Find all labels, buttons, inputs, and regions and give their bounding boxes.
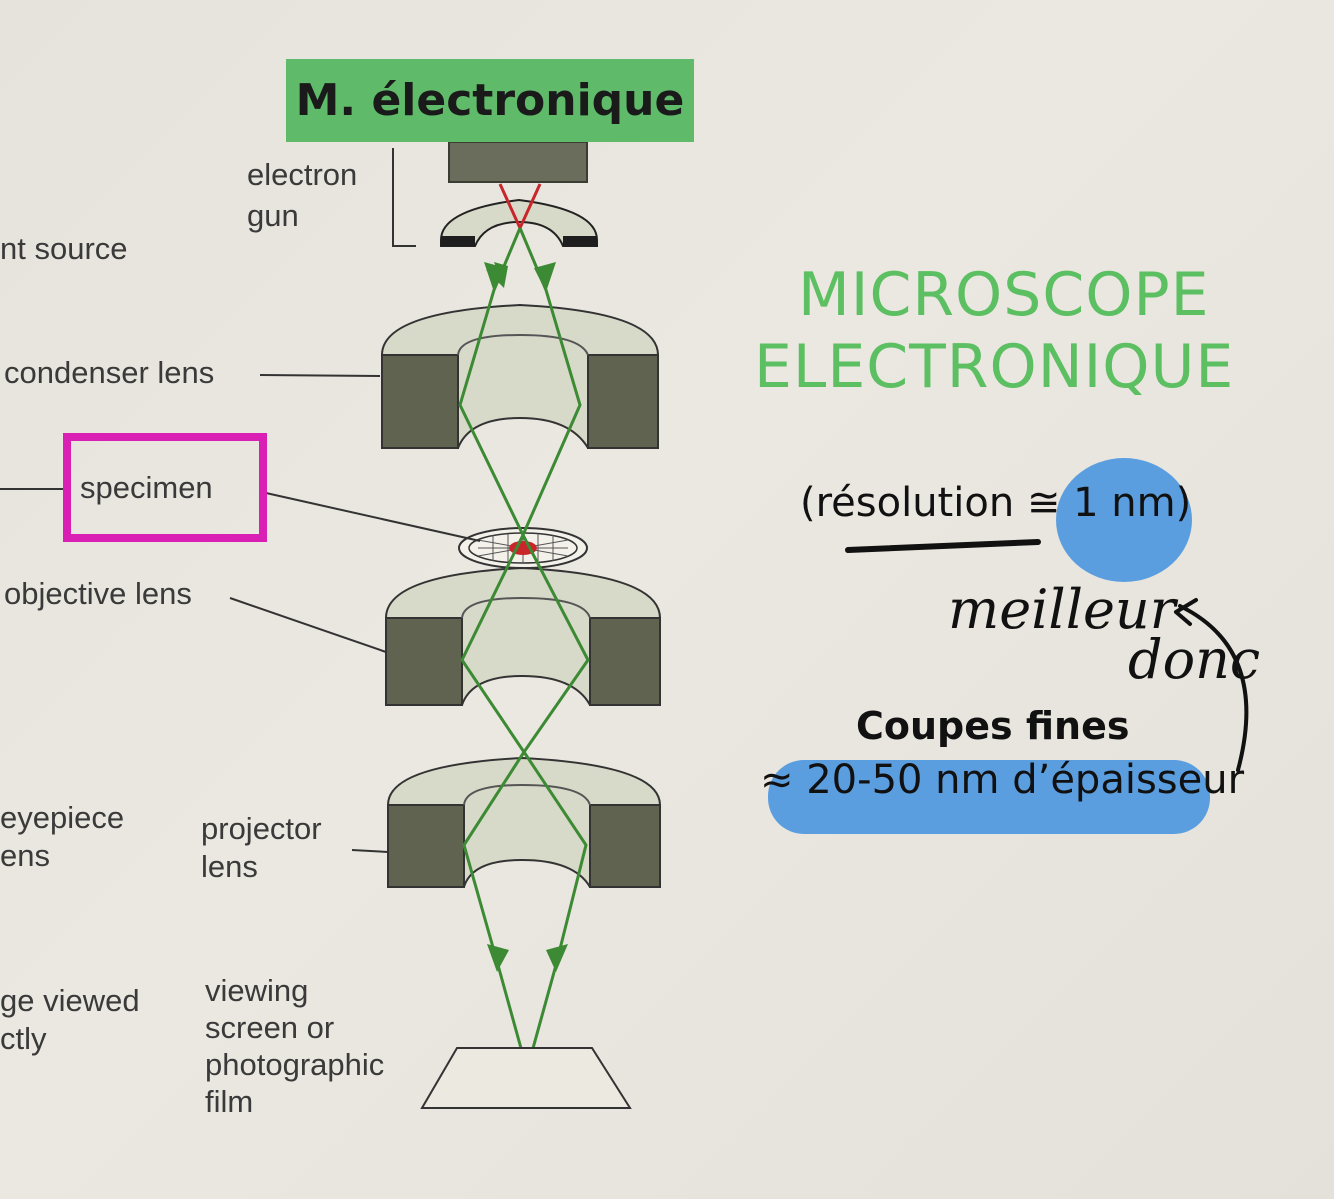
handwritten-donc: donc — [1128, 628, 1261, 691]
thickness-text: ≈ 20-50 nm d’épaisseur — [760, 757, 1245, 803]
thickness-highlight — [768, 760, 1210, 834]
thin-sections-text: Coupes fines — [856, 704, 1130, 748]
condenser-lens-label: condenser lens — [4, 355, 215, 390]
screen-label-line2: screen or — [205, 1010, 335, 1045]
projector-lens — [387, 756, 661, 888]
resolution-highlight — [1056, 458, 1192, 582]
projector-lens-label-line2: lens — [201, 849, 258, 884]
electron-gun-label-line1: electron — [247, 157, 358, 192]
condenser-lens — [381, 303, 659, 449]
eyepiece-label-line2: ens — [0, 838, 50, 873]
handwritten-arrow — [1178, 604, 1249, 772]
projector-lens-label-line1: projector — [201, 811, 322, 846]
electron-gun-block — [448, 141, 588, 183]
heading-microscope: MICROSCOPE — [798, 260, 1210, 330]
light-source-label: nt source — [0, 231, 128, 266]
specimen-label: specimen — [80, 470, 213, 505]
handwritten-meilleur: meilleur — [948, 578, 1176, 641]
specimen-highlight-box — [63, 433, 267, 542]
electron-gun-label-line2: gun — [247, 198, 299, 233]
resolution-text: (résolution ≅ 1 nm) — [800, 480, 1192, 526]
diagram-title-text: M. électronique — [295, 75, 685, 126]
screen-label-line1: viewing — [205, 973, 309, 1008]
electron-rays — [458, 227, 590, 1071]
objective-lens — [385, 566, 661, 706]
leader-lines — [0, 374, 481, 853]
viewing-screen — [420, 1047, 632, 1109]
image-viewed-label-line1: ge viewed — [0, 983, 140, 1018]
image-viewed-label-line2: ctly — [0, 1021, 47, 1056]
heading-electronique: ELECTRONIQUE — [754, 332, 1235, 402]
diagram-title: M. électronique — [286, 59, 694, 142]
screen-label-line4: film — [205, 1084, 254, 1119]
handwritten-underline — [845, 539, 1041, 553]
ray-arrowheads — [484, 262, 568, 972]
screen-label-line3: photographic — [205, 1047, 385, 1082]
objective-lens-label: objective lens — [4, 576, 192, 611]
eyepiece-label-line1: eyepiece — [0, 800, 125, 835]
